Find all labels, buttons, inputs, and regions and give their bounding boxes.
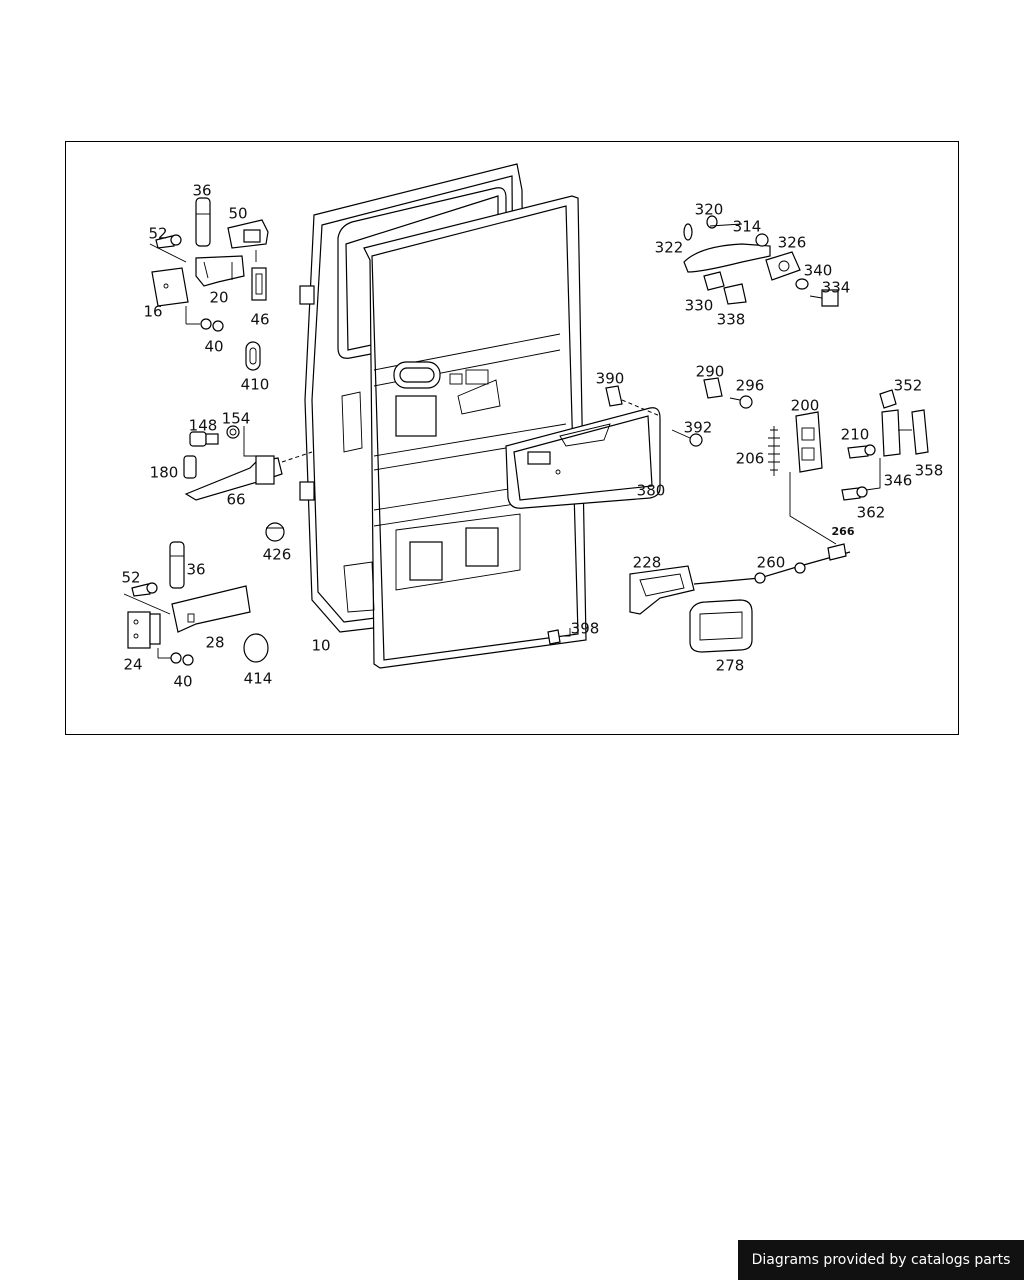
callout-c40b: 40 xyxy=(173,673,192,691)
callout-c36b: 36 xyxy=(186,561,205,579)
callout-c52b: 52 xyxy=(121,569,140,587)
seal-clip-part-398 xyxy=(547,628,571,645)
callout-c154: 154 xyxy=(222,410,251,428)
lower-hinge-group xyxy=(123,541,269,666)
door-check-group xyxy=(183,425,313,542)
callout-c346: 346 xyxy=(884,472,913,490)
callout-c296: 296 xyxy=(736,377,765,395)
inside-handle-group xyxy=(629,472,851,653)
callout-c148: 148 xyxy=(189,417,218,435)
callout-c410: 410 xyxy=(241,376,270,394)
callout-c46: 46 xyxy=(250,311,269,329)
callout-c206: 206 xyxy=(736,450,765,468)
callout-c260: 260 xyxy=(757,554,786,572)
callout-c392: 392 xyxy=(684,419,713,437)
callout-c390: 390 xyxy=(596,370,625,388)
footer-text: Diagrams provided by catalogs parts xyxy=(751,1252,1011,1268)
callout-c266: 266 xyxy=(832,525,855,538)
upper-hinge-group xyxy=(149,197,269,371)
callout-c338: 338 xyxy=(717,311,746,329)
callout-c210: 210 xyxy=(841,426,870,444)
callout-c40a: 40 xyxy=(204,338,223,356)
callout-c278: 278 xyxy=(716,657,745,675)
footer-banner: Diagrams provided by catalogs parts xyxy=(738,1240,1024,1280)
callout-c330: 330 xyxy=(685,297,714,315)
trim-clip-group xyxy=(605,377,753,447)
callout-c10: 10 xyxy=(311,637,330,655)
callout-c290: 290 xyxy=(696,363,725,381)
callout-c228: 228 xyxy=(633,554,662,572)
callout-c320: 320 xyxy=(695,201,724,219)
callout-c362: 362 xyxy=(857,504,886,522)
callout-c66: 66 xyxy=(226,491,245,509)
callout-c326: 326 xyxy=(778,234,807,252)
callout-c322: 322 xyxy=(655,239,684,257)
callout-c358: 358 xyxy=(915,462,944,480)
callout-c36a: 36 xyxy=(192,182,211,200)
callout-c398: 398 xyxy=(571,620,600,638)
callout-c334: 334 xyxy=(822,279,851,297)
callout-c340: 340 xyxy=(804,262,833,280)
callout-c52a: 52 xyxy=(148,225,167,243)
trim-panel-part-380 xyxy=(505,407,661,509)
callout-c180: 180 xyxy=(150,464,179,482)
callout-c20: 20 xyxy=(209,289,228,307)
callout-c200: 200 xyxy=(791,397,820,415)
door-inner-frame xyxy=(341,195,587,669)
lock-mechanism-group xyxy=(768,389,929,501)
callout-c16: 16 xyxy=(143,303,162,321)
outside-handle-group xyxy=(683,215,839,307)
callout-c426: 426 xyxy=(263,546,292,564)
diagram-frame xyxy=(65,141,959,735)
callout-c24: 24 xyxy=(123,656,142,674)
callout-c380: 380 xyxy=(637,482,666,500)
callout-c414: 414 xyxy=(244,670,273,688)
callout-c28: 28 xyxy=(205,634,224,652)
callout-c352: 352 xyxy=(894,377,923,395)
callout-c314: 314 xyxy=(733,218,762,236)
callout-c50: 50 xyxy=(228,205,247,223)
